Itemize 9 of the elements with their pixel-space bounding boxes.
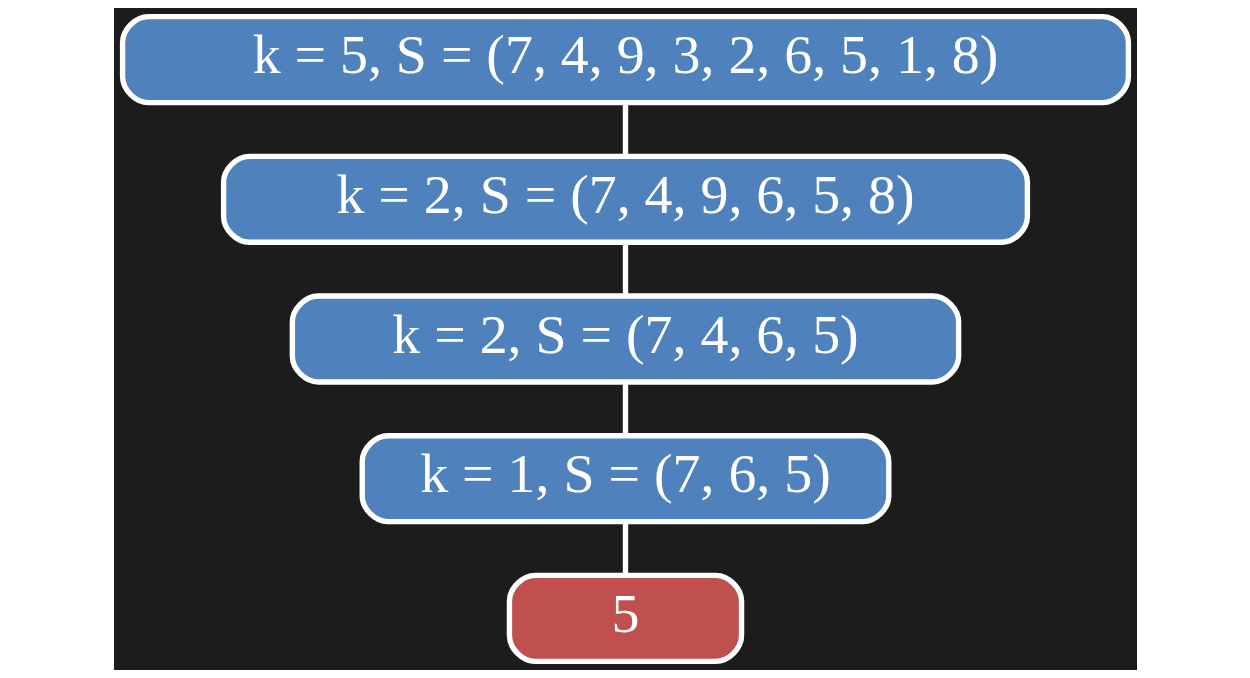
node-box: k = 2, S = (7, 4, 9, 6, 5, 8)	[220, 153, 1030, 245]
node-box: 5	[506, 572, 744, 665]
connector	[622, 382, 628, 436]
node-box: k = 5, S = (7, 4, 9, 3, 2, 6, 5, 1, 8)	[119, 13, 1131, 106]
connector	[622, 103, 628, 157]
connector	[622, 522, 628, 576]
connector	[622, 242, 628, 296]
node-box: k = 2, S = (7, 4, 6, 5)	[289, 293, 961, 385]
node-box: k = 1, S = (7, 6, 5)	[359, 433, 891, 525]
